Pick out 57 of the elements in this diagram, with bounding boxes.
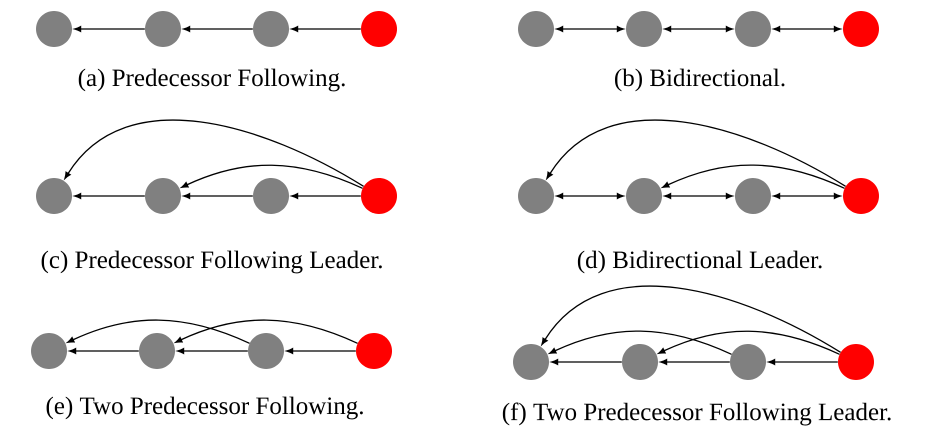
circle-node [518, 11, 554, 47]
arrow [660, 359, 730, 365]
circle-node [145, 11, 181, 47]
curved-arrow [546, 119, 846, 187]
circle-node [361, 11, 397, 47]
circle-node [253, 178, 289, 214]
curved-arrow [541, 285, 841, 353]
arrow [551, 359, 622, 365]
circle-node [356, 332, 392, 369]
circle-node [843, 178, 879, 214]
circle-node [622, 344, 658, 380]
curved-arrow [662, 164, 845, 189]
circle-node [735, 178, 771, 214]
curved-arrow [64, 119, 364, 187]
double-arrow [664, 26, 733, 32]
double-arrow [664, 192, 733, 199]
circle-node [626, 178, 662, 214]
arrow [183, 26, 253, 32]
arrow [291, 26, 361, 32]
caption: (f) Two Predecessor Following Leader. [502, 402, 891, 426]
curved-arrow [175, 319, 358, 344]
arrow [291, 192, 361, 199]
arrow [183, 192, 253, 199]
circle-node [838, 344, 874, 380]
circle-node [139, 332, 175, 369]
double-arrow [556, 192, 624, 199]
curved-arrow [67, 319, 250, 344]
circle-node [518, 178, 554, 214]
arrow [286, 348, 356, 354]
circle-node [31, 332, 67, 369]
circle-node [513, 344, 549, 380]
arrow [74, 192, 145, 199]
circle-node [735, 11, 771, 47]
circle-node [253, 11, 289, 47]
double-arrow [773, 26, 841, 32]
circle-node [36, 11, 72, 47]
double-arrow [556, 26, 624, 32]
arrow [177, 348, 248, 354]
circle-node [626, 11, 662, 47]
curved-arrow [658, 330, 840, 355]
caption: (d) Bidirectional Leader. [578, 250, 822, 274]
circle-node [145, 178, 181, 214]
arrow [69, 348, 139, 354]
curved-arrow [549, 330, 732, 355]
curved-arrow [181, 164, 363, 189]
arrow [768, 359, 838, 365]
circle-node [361, 178, 397, 214]
caption: (e) Two Predecessor Following. [46, 396, 363, 420]
arrow [74, 26, 145, 32]
double-arrow [773, 192, 841, 199]
caption: (c) Predecessor Following Leader. [42, 250, 382, 274]
circle-node [730, 344, 766, 380]
circle-node [36, 178, 72, 214]
circle-node [843, 11, 879, 47]
caption: (b) Bidirectional. [615, 68, 784, 92]
circle-node [248, 332, 284, 369]
caption: (a) Predecessor Following. [78, 68, 345, 92]
